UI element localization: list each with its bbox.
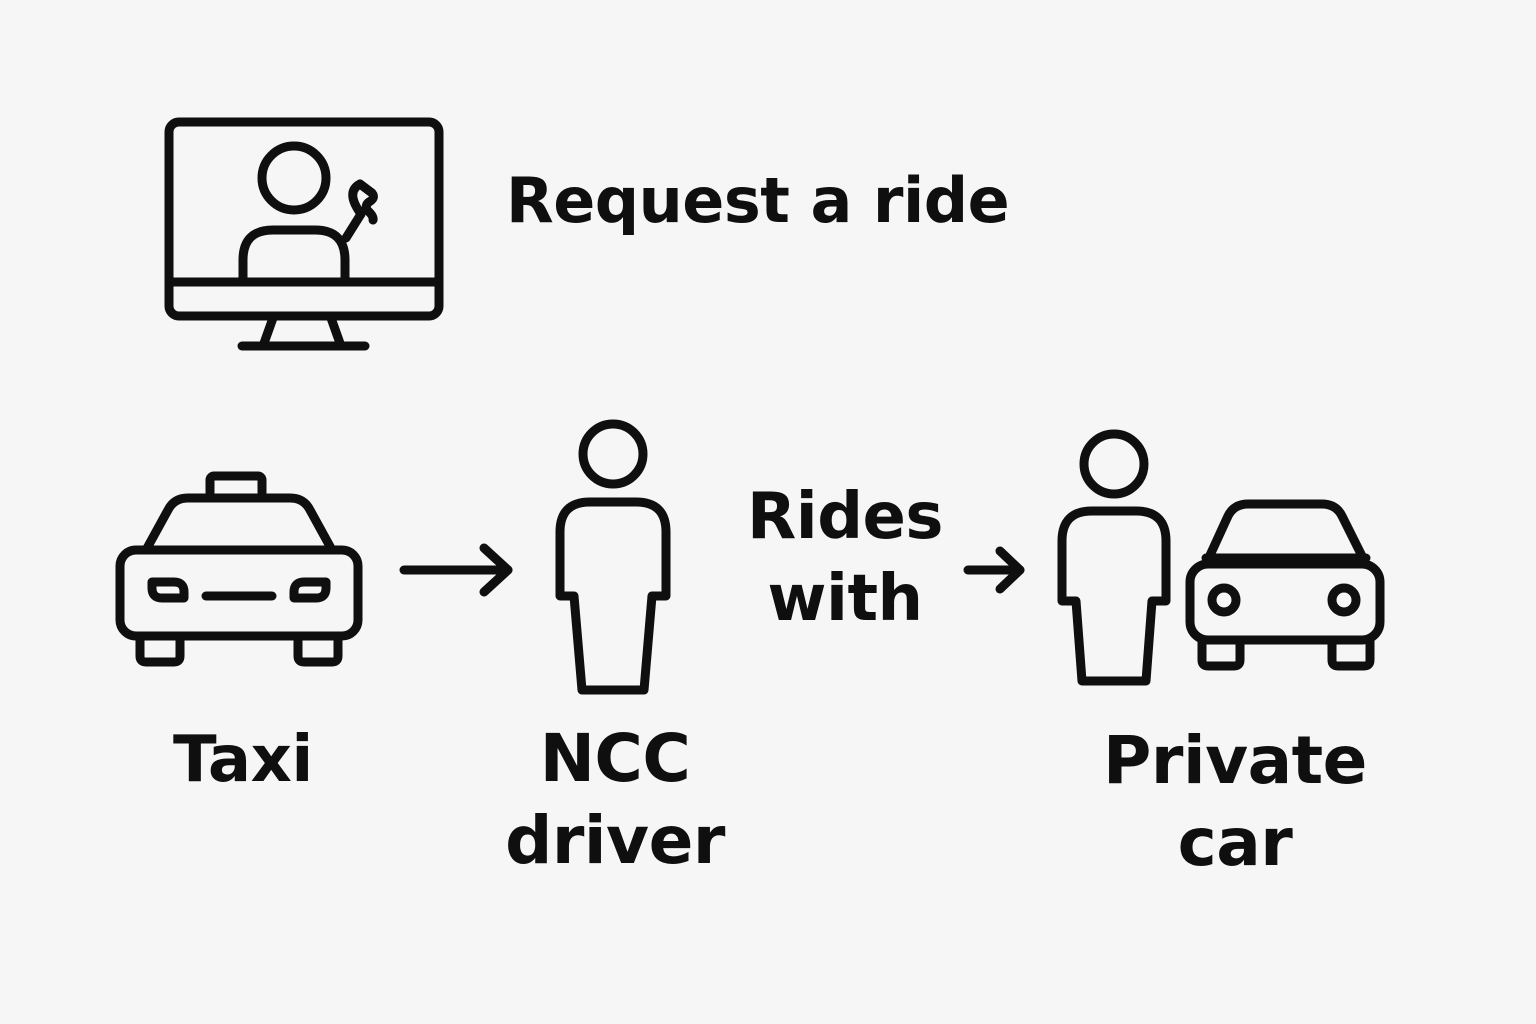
- private-car-label: Private car: [1100, 720, 1370, 884]
- private-person-icon: [1050, 425, 1180, 689]
- private-car-label-line2: car: [1177, 804, 1293, 881]
- ncc-driver-label-line1: NCC: [539, 720, 691, 797]
- private-car-icon: [1182, 494, 1388, 676]
- ncc-driver-label-line2: driver: [505, 802, 725, 879]
- arrow-right-icon: [962, 543, 1032, 599]
- private-car-label-line1: Private: [1103, 722, 1367, 799]
- ncc-driver-label: NCC driver: [495, 718, 735, 882]
- monitor-person-phone-icon: [160, 110, 450, 360]
- taxi-label: Taxi: [173, 723, 313, 797]
- taxi-icon: [112, 466, 366, 674]
- rides-with-label: Rides with: [735, 476, 955, 640]
- rides-with-label-line1: Rides: [746, 480, 944, 554]
- rides-with-label-line2: with: [767, 562, 923, 636]
- arrow-right-icon: [396, 540, 520, 600]
- ncc-driver-person-icon: [548, 416, 678, 700]
- request-ride-label: Request a ride: [506, 164, 1010, 237]
